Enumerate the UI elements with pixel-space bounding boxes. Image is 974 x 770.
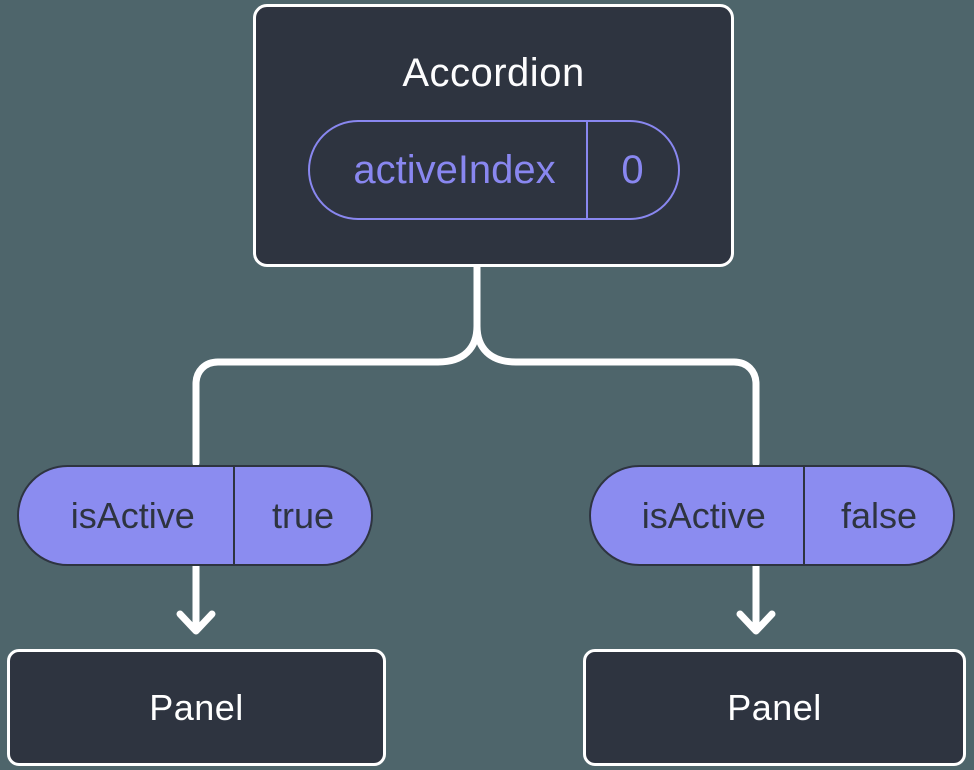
isactive-true-pill: isActive true — [17, 465, 373, 566]
isactive-false-pill: isActive false — [589, 465, 955, 566]
panel-node-label: Panel — [149, 686, 244, 728]
branch-right-line — [473, 256, 760, 467]
prop-name-label: isActive — [70, 494, 195, 536]
arrow-right-head-icon — [736, 610, 776, 635]
prop-name-label: isActive — [641, 494, 766, 536]
prop-value-label: 0 — [621, 147, 644, 192]
accordion-node: Accordion activeIndex 0 — [253, 4, 734, 267]
prop-name-label: activeIndex — [353, 147, 556, 192]
prop-value-label: true — [271, 494, 335, 536]
panel-node-right: Panel — [583, 649, 966, 766]
pill-divider — [585, 122, 588, 218]
pill-divider — [232, 467, 235, 564]
arrow-left-head-icon — [176, 610, 216, 635]
branch-left-line — [192, 256, 481, 467]
activeindex-prop-pill: activeIndex 0 — [307, 120, 680, 220]
panel-node-label: Panel — [727, 686, 822, 728]
accordion-node-title: Accordion — [402, 51, 585, 95]
pill-divider — [802, 467, 805, 564]
panel-node-left: Panel — [7, 649, 386, 766]
prop-value-label: false — [840, 494, 918, 536]
